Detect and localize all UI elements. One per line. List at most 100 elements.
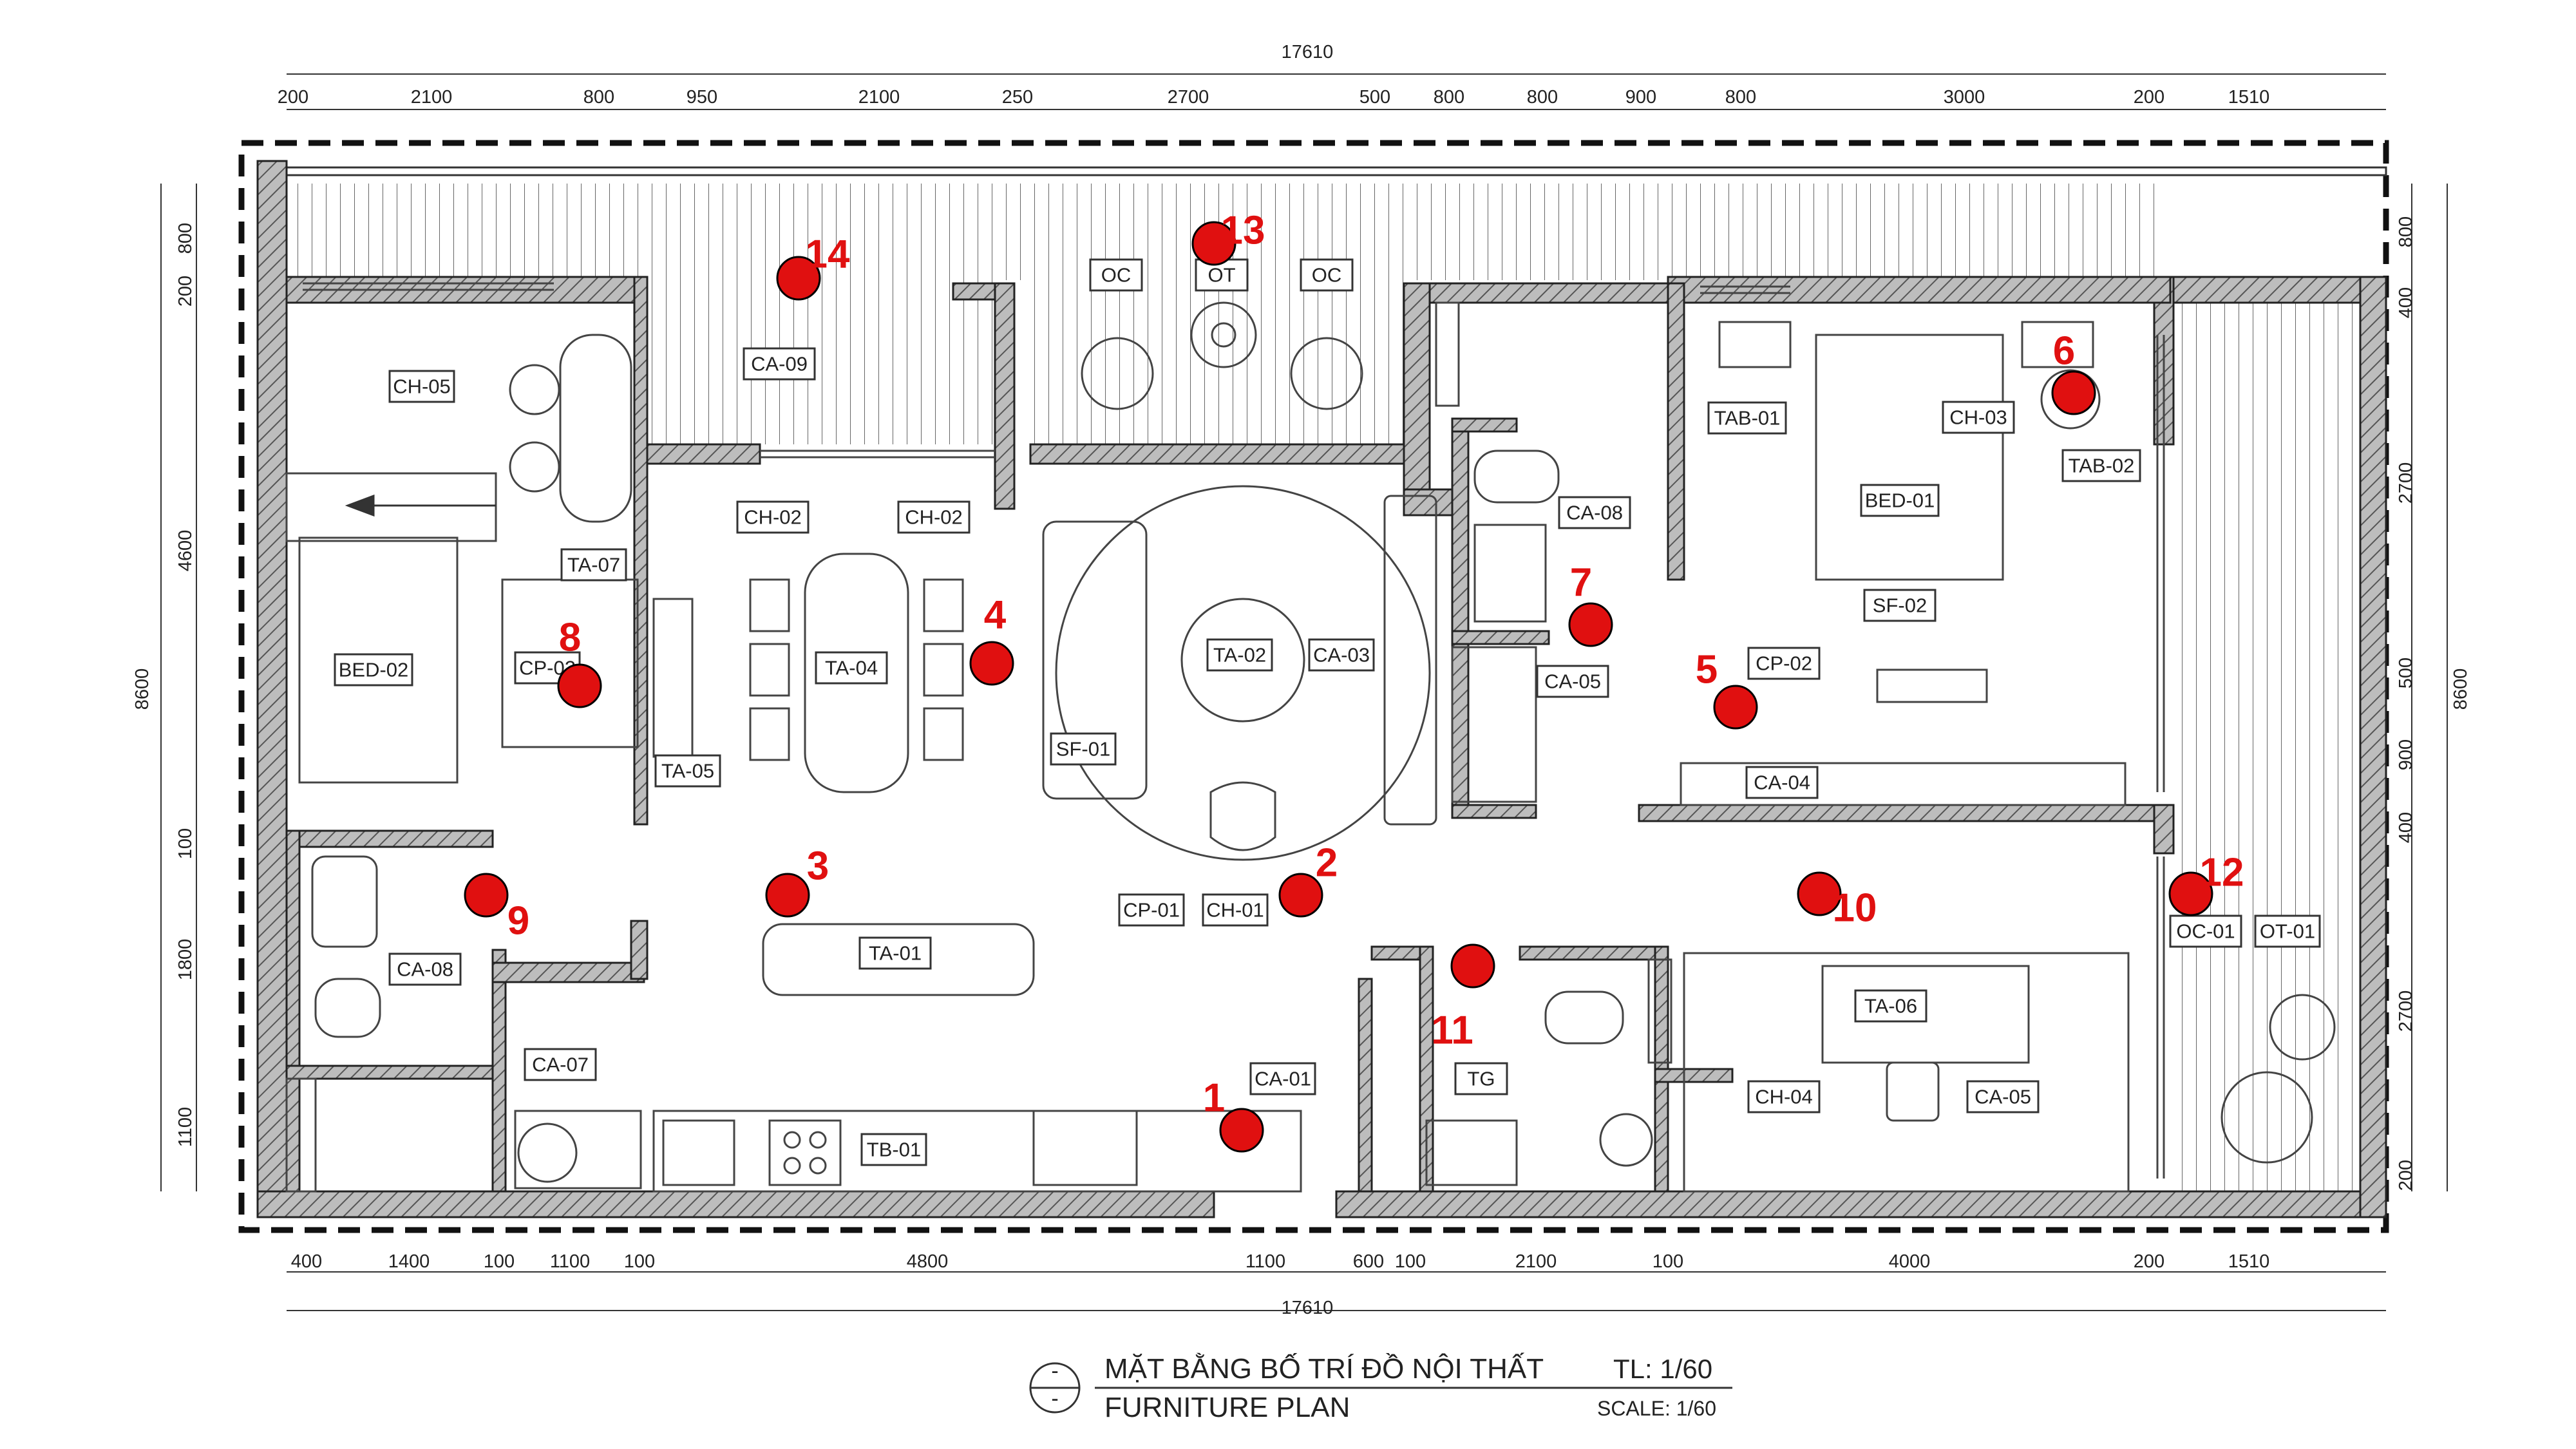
dimension-top-total: 17610 [1282, 42, 1334, 62]
dimension-left-total: 8600 [132, 668, 153, 710]
marker-number: 3 [807, 844, 829, 889]
marker-dot[interactable] [765, 873, 810, 918]
tag-cp02-r: CP-02 [1747, 647, 1821, 680]
dimension-label-top: 1510 [2228, 87, 2270, 108]
tag-ca05-bot: CA-05 [1966, 1080, 2040, 1113]
marker-dot[interactable] [2051, 370, 2096, 415]
marker-12[interactable]: 12 [2168, 851, 2244, 916]
dimension-label-bottom: 1510 [2228, 1251, 2270, 1272]
dimension-label-top: 800 [1527, 87, 1558, 108]
tag-label: BED-01 [1865, 489, 1935, 512]
tag-bed02: BED-02 [334, 653, 413, 687]
marker-9[interactable]: 9 [464, 873, 529, 943]
tag-label: OC-01 [2176, 920, 2235, 943]
marker-2[interactable]: 2 [1278, 841, 1338, 918]
marker-number: 5 [1696, 648, 1718, 692]
tag-oc01: OC-01 [2169, 914, 2242, 948]
dimension-bottom-total: 17610 [1282, 1298, 1334, 1318]
marker-8[interactable]: 8 [557, 616, 602, 708]
marker-dot[interactable] [557, 663, 602, 708]
window-lines [303, 282, 2165, 1179]
tag-label: CP-01 [1123, 899, 1180, 922]
dimension-label-bottom: 1400 [388, 1251, 430, 1272]
tag-ca03: CA-03 [1308, 638, 1375, 672]
marker-10[interactable]: 10 [1797, 871, 1877, 931]
marker-1[interactable]: 1 [1203, 1076, 1264, 1153]
marker-dot[interactable] [2168, 871, 2213, 916]
tag-label: TA-06 [1864, 995, 1917, 1018]
tag-label: CH-01 [1206, 899, 1264, 922]
marker-dot[interactable] [464, 873, 509, 918]
marker-6[interactable]: 6 [2051, 329, 2096, 415]
decking-areas [285, 166, 2387, 1191]
dimension-label-top: 250 [1002, 87, 1033, 108]
tag-label: TA-02 [1213, 644, 1266, 667]
marker-dot[interactable] [1191, 221, 1236, 266]
dimension-label-top: 2100 [411, 87, 453, 108]
tag-ca08-bot: CA-08 [388, 952, 462, 986]
marker-3[interactable]: 3 [765, 844, 829, 918]
marker-dot[interactable] [1797, 871, 1842, 916]
marker-13[interactable]: 13 [1191, 209, 1265, 266]
dimension-label-top: 3000 [1944, 87, 1985, 108]
tag-label: CA-04 [1754, 772, 1810, 794]
dimension-label-bottom: 4800 [907, 1251, 949, 1272]
marker-dot[interactable] [969, 641, 1014, 686]
dimension-label-bottom: 400 [291, 1251, 322, 1272]
marker-number: 8 [559, 616, 581, 660]
marker-4[interactable]: 4 [969, 593, 1014, 686]
dimension-label-left: 200 [175, 276, 196, 307]
marker-dot[interactable] [1713, 685, 1758, 730]
tag-ta04: TA-04 [815, 651, 888, 685]
marker-dot[interactable] [1568, 602, 1613, 647]
tag-ch02-r: CH-02 [897, 500, 971, 534]
marker-dot[interactable] [1450, 943, 1495, 989]
dimension-label-right: 500 [2396, 658, 2416, 688]
marker-number: 11 [1431, 1009, 1473, 1053]
dimension-label-top: 800 [1434, 87, 1464, 108]
tag-sf01: SF-01 [1050, 732, 1117, 766]
marker-dot[interactable] [776, 256, 821, 301]
marker-number: 1 [1203, 1076, 1225, 1121]
marker-dot[interactable] [1278, 873, 1323, 918]
marker-number: 2 [1316, 841, 1338, 886]
tag-label: CH-04 [1755, 1086, 1813, 1108]
dimension-label-left: 1100 [175, 1107, 196, 1147]
tag-label: TG [1467, 1068, 1495, 1090]
tag-ca01: CA-01 [1249, 1062, 1316, 1095]
tag-label: CA-08 [397, 958, 453, 981]
tag-label: CA-05 [1544, 670, 1601, 693]
marker-number: 10 [1833, 886, 1877, 931]
tag-ca08-top: CA-08 [1558, 496, 1631, 529]
marker-number: 6 [2053, 329, 2075, 374]
tag-ca07: CA-07 [524, 1048, 597, 1081]
dimension-label-right: 2700 [2396, 990, 2416, 1032]
marker-11[interactable]: 11 [1431, 943, 1495, 1053]
dimension-label-top: 950 [687, 87, 717, 108]
dimension-label-top: 200 [2134, 87, 2164, 108]
tag-cp01: CP-01 [1118, 893, 1185, 927]
marker-7[interactable]: 7 [1568, 561, 1613, 647]
marker-number: 9 [507, 899, 529, 943]
tag-label: CH-05 [393, 375, 451, 398]
tag-label: CP-02 [1756, 652, 1812, 675]
marker-14[interactable]: 14 [776, 232, 850, 301]
marker-5[interactable]: 5 [1696, 648, 1758, 730]
tag-label: SF-02 [1873, 594, 1927, 617]
dimension-label-bottom: 1100 [1245, 1251, 1285, 1272]
dimension-label-top: 800 [583, 87, 614, 108]
dimension-label-bottom: 600 [1353, 1251, 1384, 1272]
dimension-label-left: 100 [175, 828, 196, 859]
dimension-label-top: 2100 [858, 87, 900, 108]
marker-dot[interactable] [1219, 1108, 1264, 1153]
dimension-label-top: 900 [1625, 87, 1656, 108]
dimension-label-bottom: 100 [1653, 1251, 1683, 1272]
tag-ta06: TA-06 [1854, 989, 1927, 1023]
tag-tg: TG [1454, 1062, 1508, 1095]
tag-ca04: CA-04 [1745, 766, 1819, 799]
title-block: - - MẶT BẰNG BỐ TRÍ ĐỒ NỘI THẤT FURNITUR… [1029, 1352, 1732, 1423]
tag-label: OT-01 [2260, 920, 2315, 943]
dimension-label-bottom: 1100 [550, 1251, 590, 1272]
marker-number: 4 [984, 593, 1007, 638]
